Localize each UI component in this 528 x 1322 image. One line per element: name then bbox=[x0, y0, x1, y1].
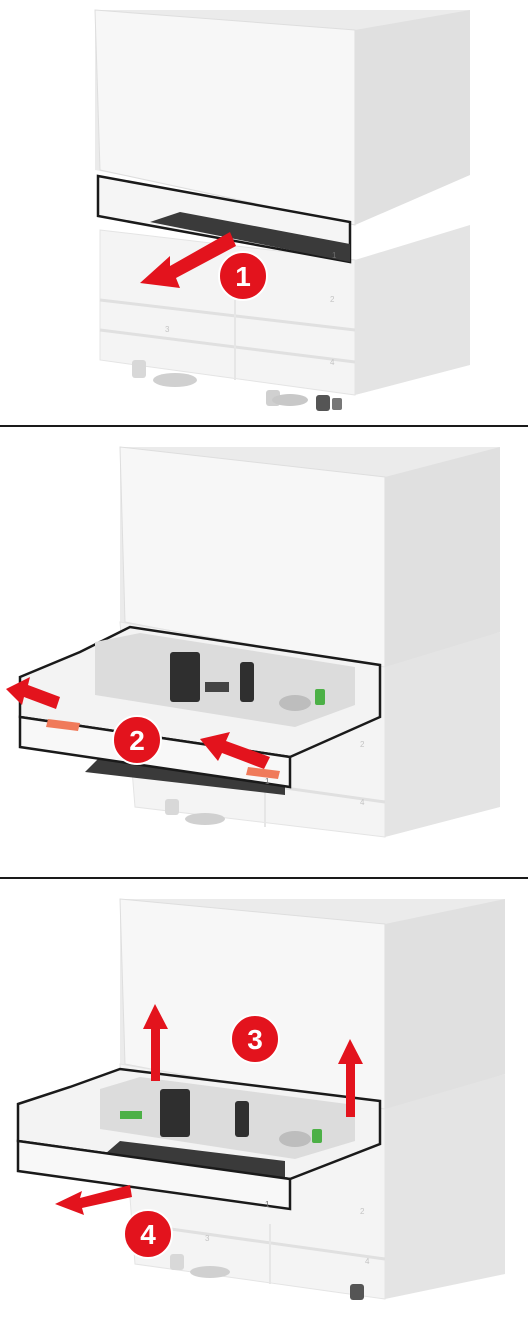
tray-3-label: 3 bbox=[205, 1234, 210, 1243]
step-2-number: 2 bbox=[129, 725, 145, 756]
step-4-number: 4 bbox=[140, 1219, 156, 1250]
step-3-4-illustration: 1 2 3 4 3 4 bbox=[0, 879, 528, 1322]
tray-2-label: 2 bbox=[360, 740, 365, 749]
step-1-number: 1 bbox=[235, 261, 251, 292]
step-2-badge: 2 bbox=[113, 716, 161, 764]
green-clip-icon bbox=[315, 689, 325, 705]
step-2-illustration: 1 2 4 2 bbox=[0, 427, 528, 877]
step-1-panel: 1 2 3 4 1 bbox=[0, 0, 528, 425]
tray-2-label: 2 bbox=[330, 295, 335, 304]
step-1-badge: 1 bbox=[219, 252, 267, 300]
step-4-badge: 4 bbox=[124, 1210, 172, 1258]
tray-4-label: 4 bbox=[365, 1257, 370, 1266]
tray-4-label: 4 bbox=[330, 358, 335, 367]
tray-4-label: 4 bbox=[360, 798, 365, 807]
step-1-illustration: 1 2 3 4 1 bbox=[0, 0, 528, 425]
remove-tray-arrow-icon bbox=[55, 1185, 132, 1215]
tray-2-label: 2 bbox=[360, 1207, 365, 1216]
step-3-badge: 3 bbox=[231, 1015, 279, 1063]
tray-3-label: 3 bbox=[165, 325, 170, 334]
green-clip-icon bbox=[120, 1111, 142, 1119]
tray-1-label: 1 bbox=[265, 1200, 270, 1209]
green-clip-icon bbox=[312, 1129, 322, 1143]
step-3-number: 3 bbox=[247, 1024, 263, 1055]
tray-1-label: 1 bbox=[265, 777, 270, 786]
step-2-panel: 1 2 4 2 bbox=[0, 427, 528, 877]
tray-1-label: 1 bbox=[332, 251, 337, 260]
step-3-4-panel: 1 2 3 4 3 4 bbox=[0, 879, 528, 1322]
